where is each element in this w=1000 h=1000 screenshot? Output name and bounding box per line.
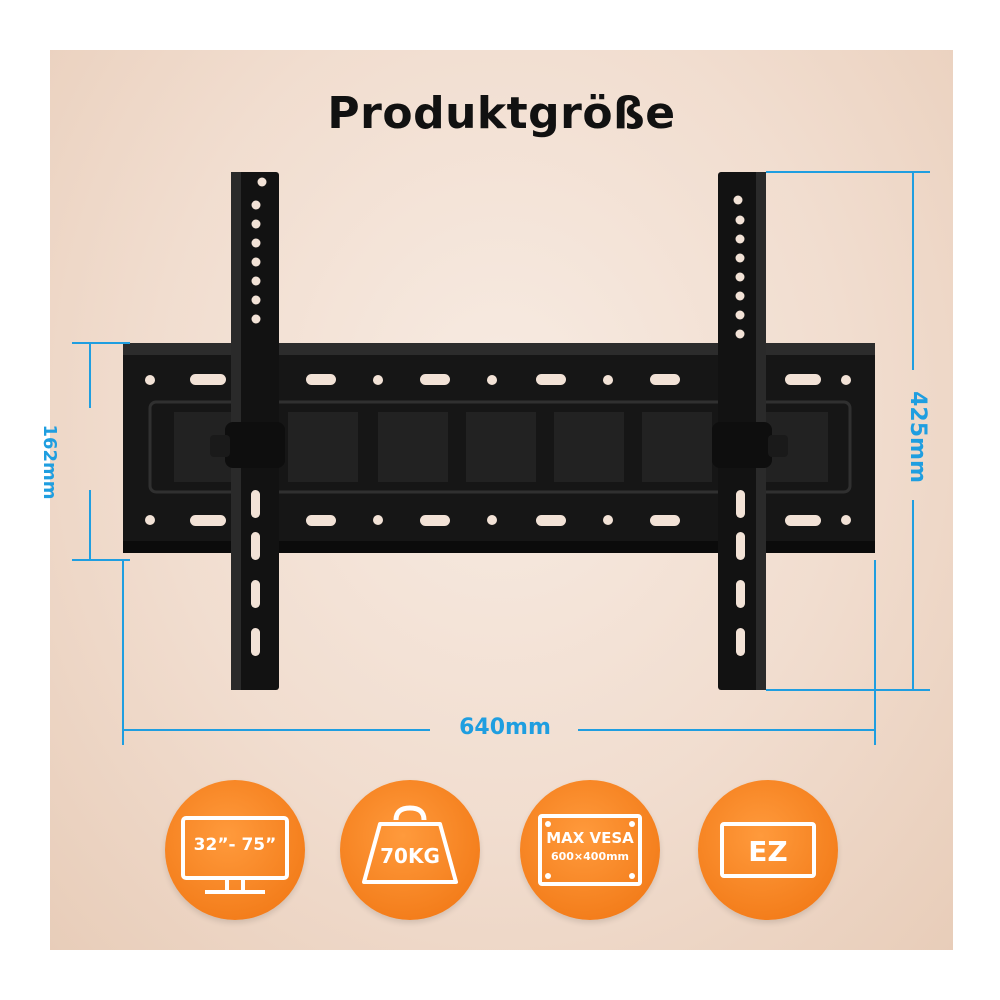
dimension-lines (72, 171, 930, 745)
install-label: EZ (748, 835, 788, 868)
right-tv-arm (712, 172, 788, 690)
page-title: Produktgröße (327, 88, 676, 139)
vesa-frame-icon (538, 814, 642, 886)
weight-icon (362, 805, 458, 884)
tv-size-badge: 32”- 75” (165, 780, 305, 920)
height-dimension-label: 425mm (905, 391, 930, 483)
product-dimension-graphic: Produktgröße (39, 50, 953, 950)
tv-wall-mount-illustration (72, 171, 930, 745)
width-dimension-label: 640mm (459, 715, 551, 740)
weight-label: 70KG (380, 844, 440, 868)
wall-plate (123, 343, 875, 553)
weight-capacity-badge: 70KG (340, 780, 480, 920)
tv-icon (181, 816, 289, 894)
tv-size-label: 32”- 75” (193, 835, 277, 855)
left-tv-arm (210, 172, 285, 690)
vesa-badge: MAX VESA 600×400mm (520, 780, 660, 920)
easy-install-badge: EZ (698, 780, 838, 920)
vesa-title: MAX VESA (546, 829, 634, 847)
ez-frame-icon (720, 822, 816, 878)
vesa-value: 600×400mm (550, 850, 630, 863)
plate-height-dimension-label: 162mm (39, 424, 60, 500)
